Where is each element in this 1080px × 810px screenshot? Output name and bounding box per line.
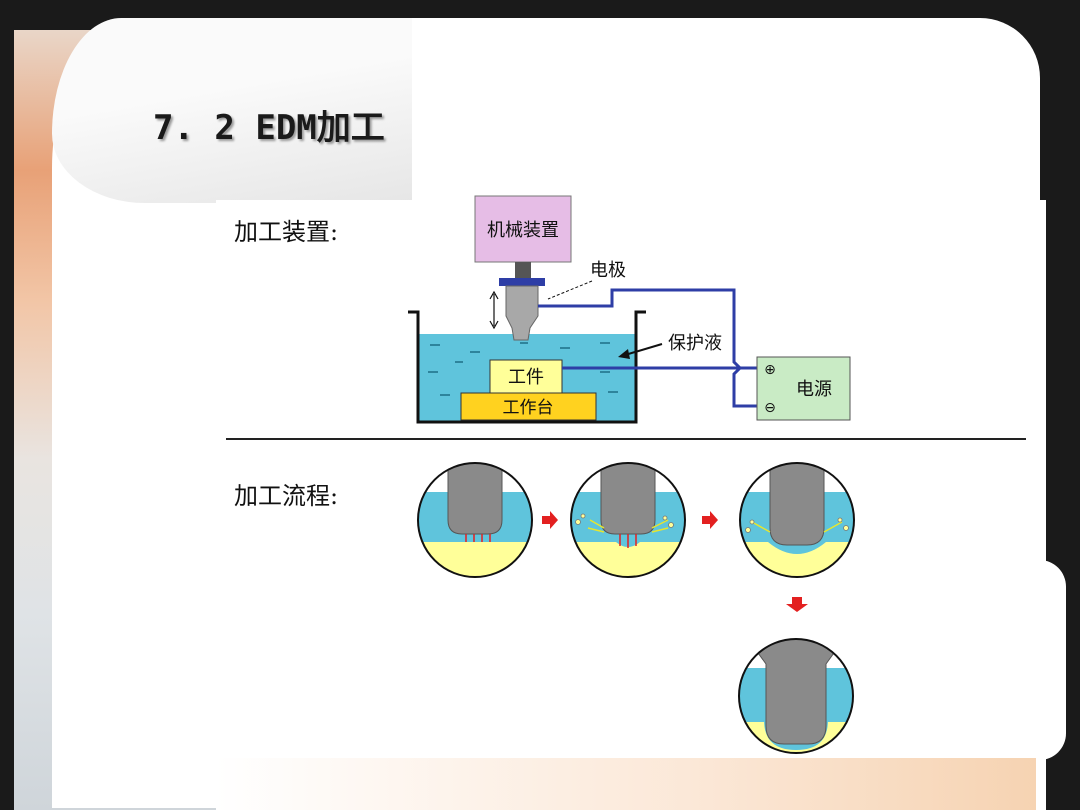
electrode-pointer xyxy=(547,280,593,300)
fluid-label: 保护液 xyxy=(668,333,722,354)
motion-arrow xyxy=(489,290,499,330)
power-supply xyxy=(756,356,851,421)
process-arrow-3 xyxy=(786,597,808,612)
fluid-pointer-head xyxy=(618,349,630,359)
process-step-3 xyxy=(739,462,855,578)
section-label-setup: 加工装置: xyxy=(234,218,339,246)
workpiece-label: 工件 xyxy=(508,367,544,388)
electrode-holder xyxy=(499,278,545,286)
process-step-4 xyxy=(738,638,854,754)
process-step-1 xyxy=(417,462,533,578)
fluid-dashes xyxy=(428,342,618,396)
fluid-pointer xyxy=(624,343,663,356)
power-minus-terminal: ⊖ xyxy=(764,400,776,416)
process-arrow-2 xyxy=(702,511,718,529)
tank xyxy=(408,310,646,424)
decorative-bottom-bar xyxy=(216,758,1036,810)
electrode-label: 电极 xyxy=(590,260,626,281)
worktable-label: 工作台 xyxy=(503,398,554,418)
section-label-process: 加工流程: xyxy=(234,482,339,510)
machine-label: 机械装置 xyxy=(487,220,559,241)
spindle xyxy=(515,262,531,278)
power-label: 电源 xyxy=(796,379,832,400)
process-step-2 xyxy=(570,462,686,578)
machine-box xyxy=(474,195,572,263)
slide-title: 7. 2 EDM加工 xyxy=(153,108,385,148)
electrode xyxy=(505,285,539,341)
wire-electrode xyxy=(538,288,760,408)
setup-diagram: 工作台 工件 机械装置 电极 保护液 xyxy=(408,195,851,424)
paper-curl-top xyxy=(52,18,412,203)
process-arrow-1 xyxy=(542,511,558,529)
power-plus-terminal: ⊕ xyxy=(764,362,776,378)
workpiece xyxy=(489,359,563,394)
section-divider xyxy=(226,438,1026,440)
